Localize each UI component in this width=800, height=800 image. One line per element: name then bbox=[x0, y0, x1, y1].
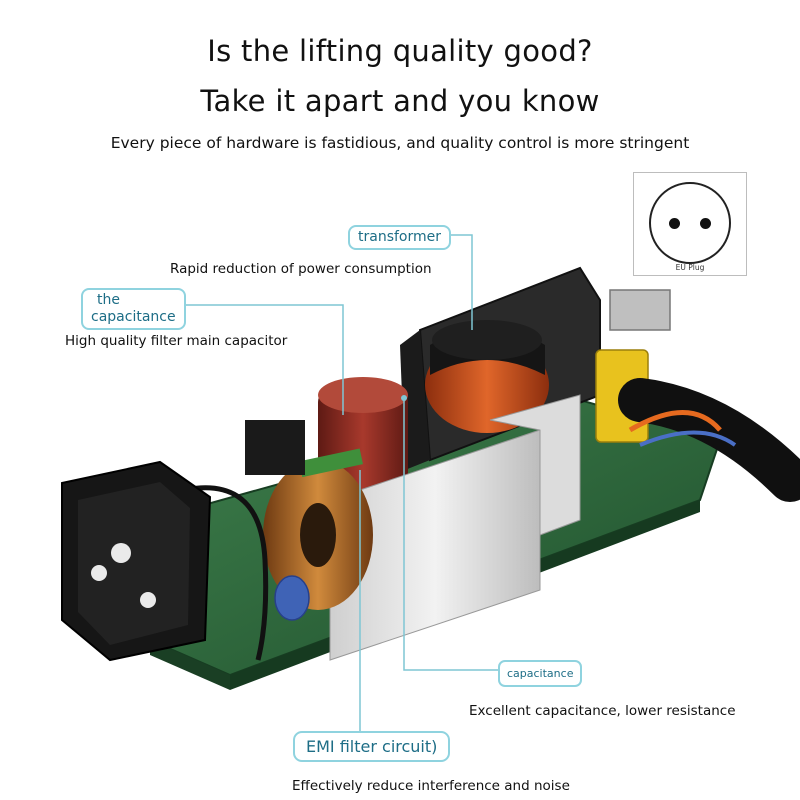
coil-green-band bbox=[298, 448, 363, 478]
black-relay bbox=[245, 420, 305, 475]
leader-dot bbox=[401, 395, 407, 401]
transformer-top bbox=[432, 320, 542, 360]
transformer-callout: transformer bbox=[348, 225, 452, 250]
socket-pin-right bbox=[700, 218, 711, 229]
leader-transformer bbox=[446, 234, 473, 330]
callout-leader-lines bbox=[180, 234, 498, 735]
eu-socket-icon bbox=[649, 182, 731, 264]
main-capacitor-callout: the capacitance bbox=[81, 288, 186, 330]
ac-pin-1 bbox=[111, 543, 131, 563]
orange-wire bbox=[628, 410, 722, 433]
black-wire bbox=[164, 485, 269, 661]
main-capacitor-top bbox=[318, 377, 408, 413]
ac-pin-3 bbox=[140, 592, 156, 608]
output-port bbox=[609, 289, 671, 331]
capacitance-description: Excellent capacitance, lower resistance bbox=[469, 703, 736, 719]
blue-capacitor bbox=[274, 575, 310, 621]
leader-main-capacitor bbox=[180, 304, 344, 415]
main-capacitor-title-line2: capacitance bbox=[91, 309, 176, 325]
pcb-edge bbox=[150, 640, 230, 690]
blue-wire bbox=[639, 430, 737, 447]
eu-plug-label: EU Plug bbox=[675, 263, 705, 272]
subtitle: Every piece of hardware is fastidious, a… bbox=[110, 134, 690, 152]
copper-coil-hole bbox=[300, 503, 336, 567]
shield-plate-top bbox=[489, 394, 581, 536]
transformer-description: Rapid reduction of power consumption bbox=[170, 261, 432, 277]
ac-pin-2 bbox=[91, 565, 107, 581]
main-capacitor-title-line1: the bbox=[97, 292, 120, 308]
capacitance-callout: capacitance bbox=[498, 660, 583, 687]
eu-plug-badge: EU Plug bbox=[633, 172, 747, 276]
ac-inlet-face bbox=[78, 482, 190, 645]
emi-filter-callout: EMI filter circuit) bbox=[293, 731, 451, 762]
leader-capacitance bbox=[403, 398, 498, 671]
headline-line-2: Take it apart and you know bbox=[200, 84, 600, 118]
main-capacitor-description: High quality filter main capacitor bbox=[65, 333, 288, 349]
socket-pin-left bbox=[669, 218, 680, 229]
headline-line-1: Is the lifting quality good? bbox=[207, 34, 593, 68]
emi-filter-description: Effectively reduce interference and nois… bbox=[292, 778, 570, 794]
